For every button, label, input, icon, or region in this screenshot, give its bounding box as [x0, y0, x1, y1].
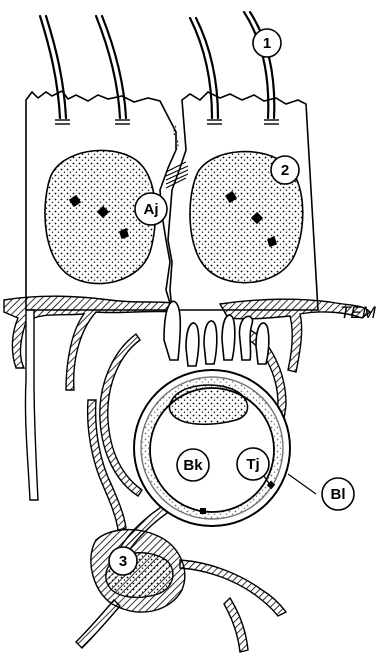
label-bl: Bl [322, 478, 354, 510]
svg-text:Bk: Bk [183, 457, 203, 474]
svg-text:Aj: Aj [144, 201, 159, 218]
label-2: 2 [271, 156, 299, 184]
svg-text:1: 1 [263, 35, 271, 52]
label-aj: Aj [135, 193, 167, 225]
label-tj: Tj [237, 448, 269, 480]
label-3: 3 [109, 547, 137, 575]
capillary-icon [134, 301, 290, 526]
svg-text:2: 2 [281, 162, 289, 179]
label-1: 1 [253, 29, 281, 57]
endothelial-nucleus [169, 385, 247, 424]
tem-label: TEM [340, 303, 377, 322]
svg-text:Bl: Bl [331, 486, 346, 503]
cell-process [25, 310, 38, 500]
svg-text:Tj: Tj [246, 456, 259, 473]
label-bk: Bk [177, 449, 209, 481]
svg-text:3: 3 [119, 553, 127, 570]
